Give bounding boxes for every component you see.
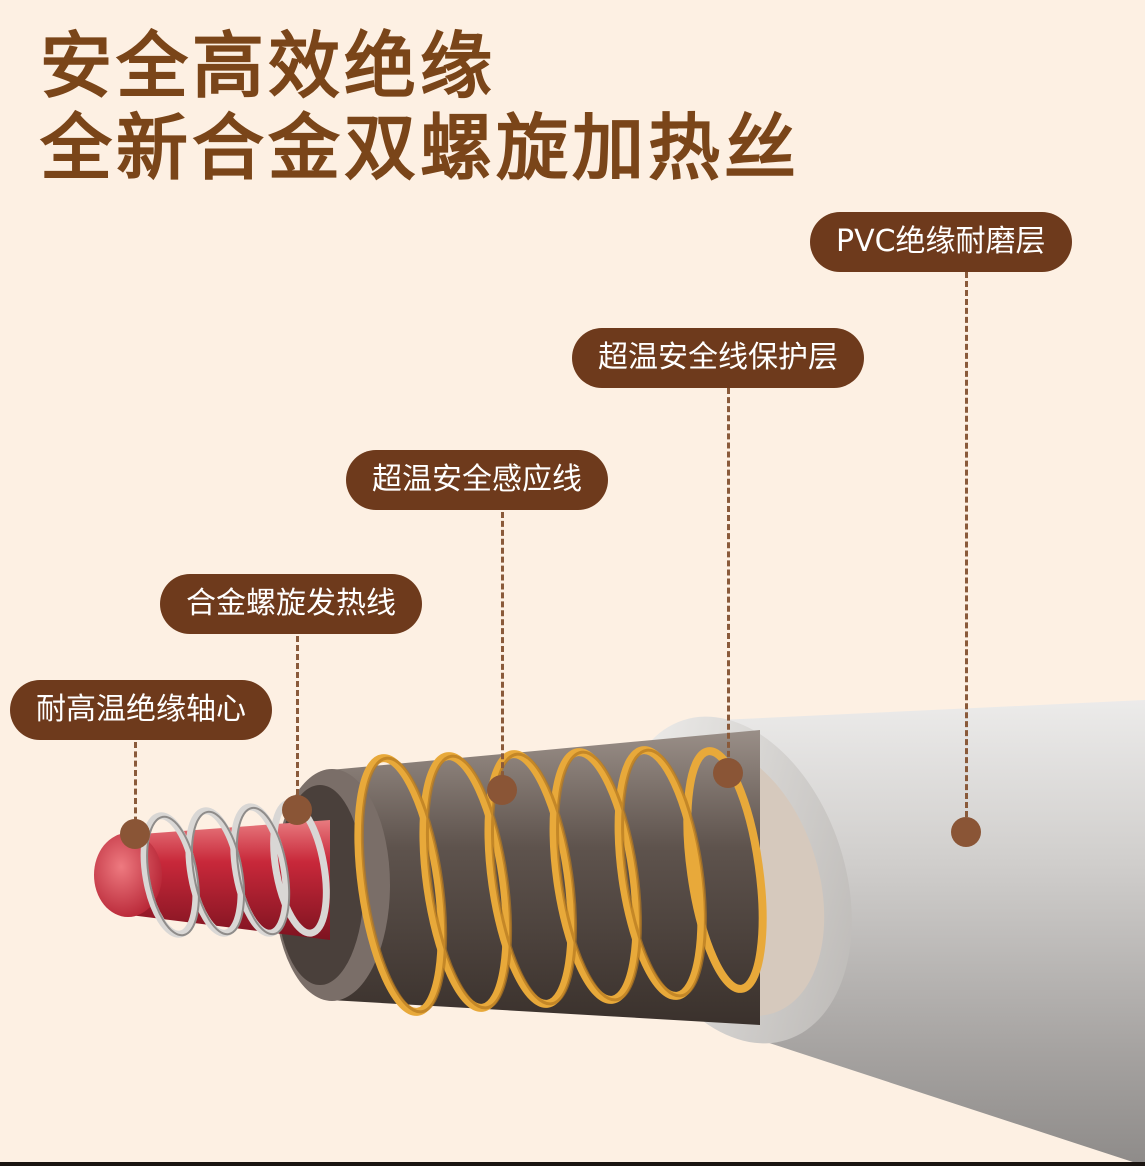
leader-line-heater xyxy=(296,636,299,804)
headline-line-2: 全新合金双螺旋加热丝 xyxy=(40,106,801,190)
label-sensor: 超温安全感应线 xyxy=(346,450,608,510)
leader-line-sensor xyxy=(501,512,504,786)
label-core: 耐高温绝缘轴心 xyxy=(10,680,272,740)
bottom-border xyxy=(0,1162,1145,1166)
label-heater: 合金螺旋发热线 xyxy=(160,574,422,634)
label-pvc: PVC绝缘耐磨层 xyxy=(810,212,1072,272)
marker-dot-sensor xyxy=(487,775,517,805)
marker-dot-pvc xyxy=(951,817,981,847)
leader-line-core xyxy=(134,742,137,832)
label-protection: 超温安全线保护层 xyxy=(572,328,864,388)
marker-dot-core xyxy=(120,819,150,849)
marker-dot-heater xyxy=(282,795,312,825)
leader-line-protect xyxy=(727,388,730,766)
leader-line-pvc xyxy=(965,272,968,826)
headline-line-1: 安全高效绝缘 xyxy=(40,24,497,108)
marker-dot-protect xyxy=(713,758,743,788)
